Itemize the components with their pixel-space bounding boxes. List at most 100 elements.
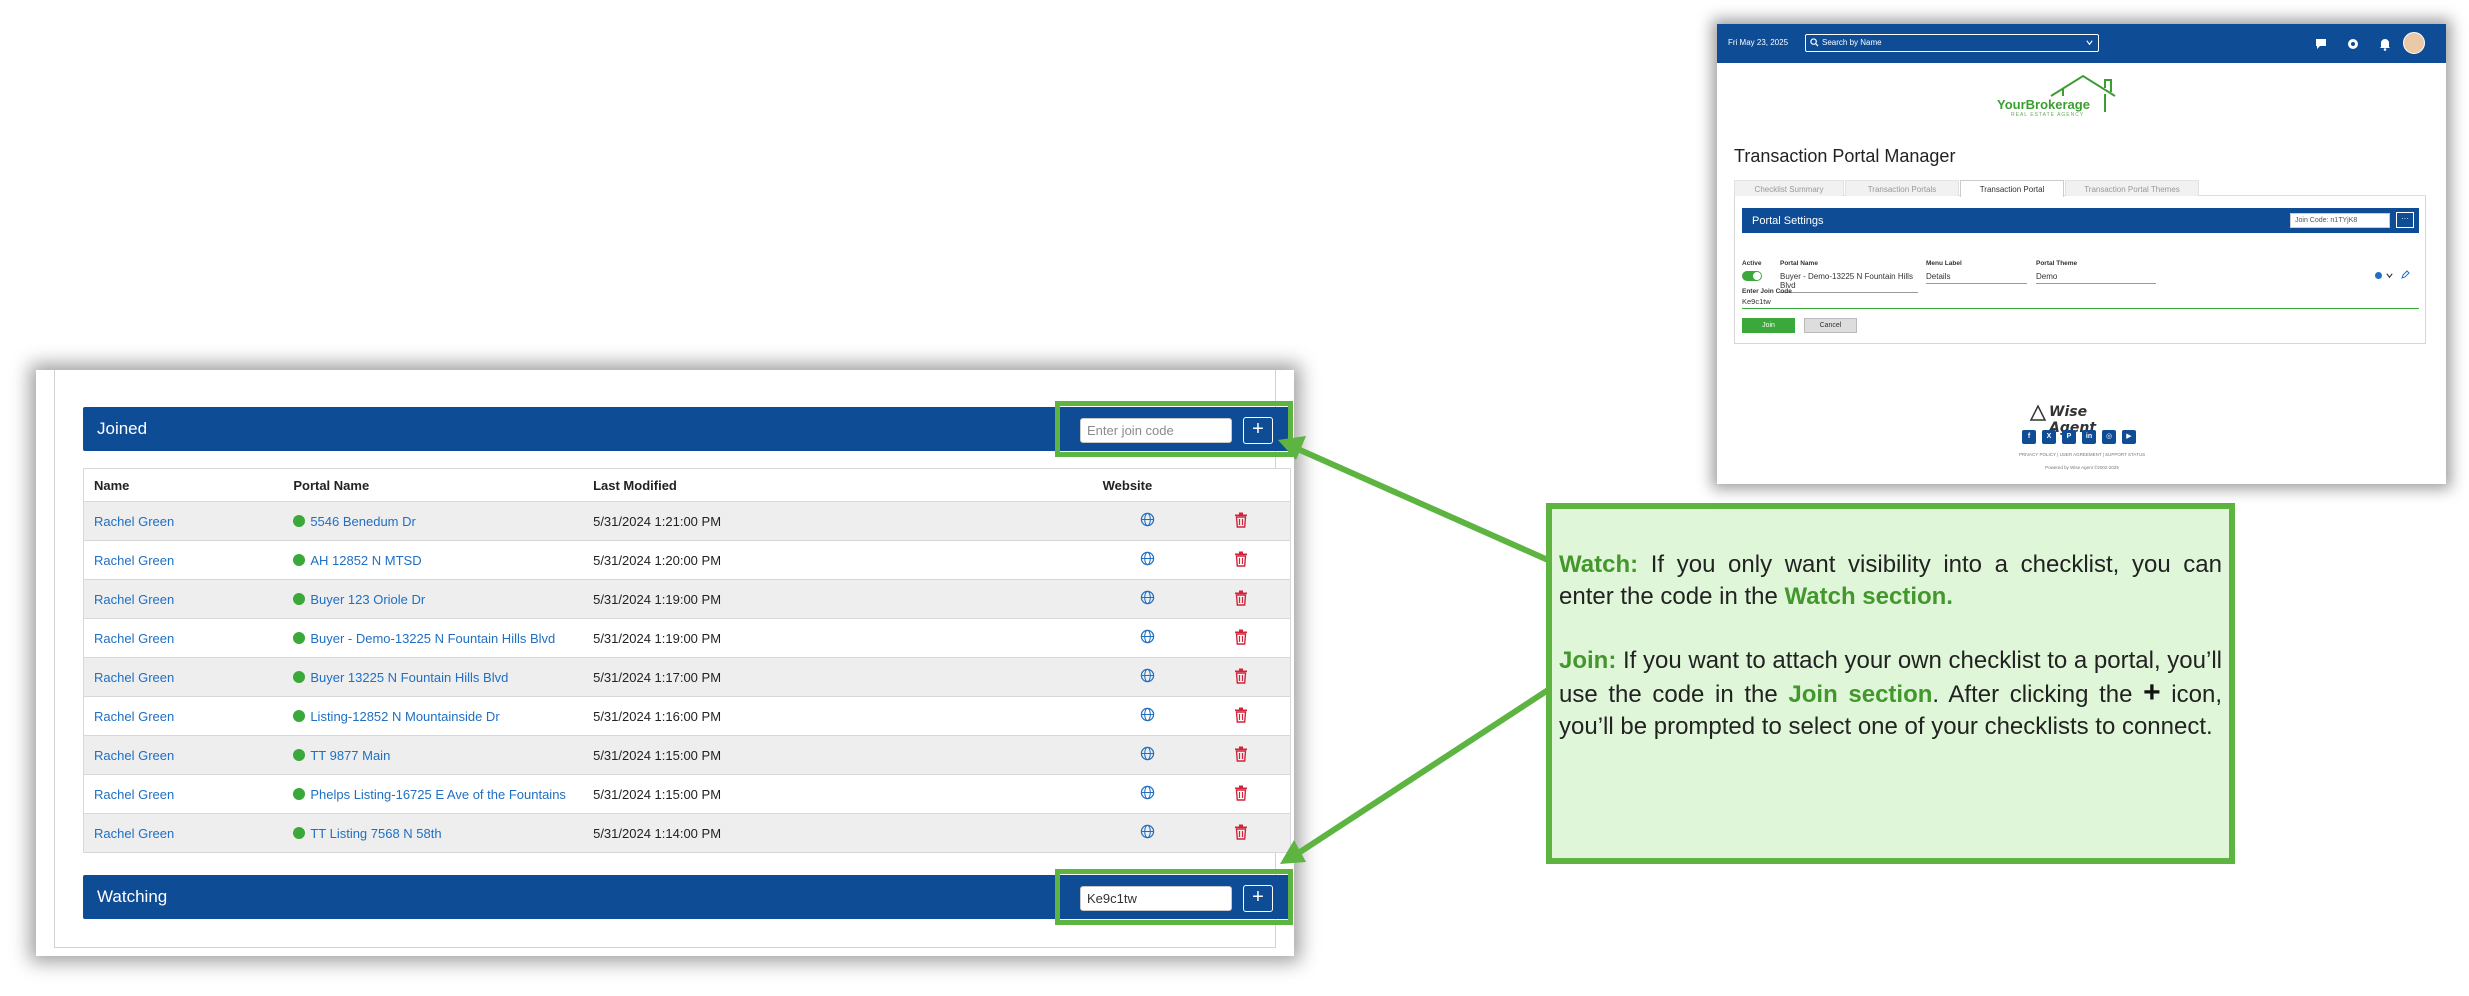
portal-theme-select[interactable]: Demo: [2036, 272, 2156, 284]
search-by-name-select[interactable]: Search by Name: [1805, 34, 2099, 52]
wise-agent-mark-icon: [2029, 404, 2047, 421]
status-dot-icon: [293, 592, 306, 605]
youtube-icon[interactable]: ▶: [2122, 430, 2136, 444]
row-delete: [1192, 774, 1291, 814]
globe-icon[interactable]: [1140, 668, 1155, 686]
column-header-last-modified: Last Modified: [583, 468, 1103, 502]
portal-name-link[interactable]: Buyer - Demo-13225 N Fountain Hills Blvd: [310, 630, 556, 646]
column-header-actions: [1192, 468, 1291, 502]
joined-table: Name Portal Name Last Modified Website R…: [83, 468, 1291, 853]
instagram-icon[interactable]: ◎: [2102, 430, 2116, 444]
trash-icon[interactable]: [1234, 512, 1248, 531]
trash-icon[interactable]: [1234, 668, 1248, 687]
pinterest-icon[interactable]: P: [2062, 430, 2076, 444]
trash-icon[interactable]: [1234, 746, 1248, 765]
portal-name-link[interactable]: Phelps Listing-16725 E Ave of the Founta…: [310, 786, 566, 802]
row-website: [1102, 618, 1193, 658]
search-icon: [1810, 38, 1819, 47]
active-toggle[interactable]: [1742, 271, 1762, 281]
user-name-link[interactable]: Rachel Green: [94, 630, 175, 646]
cancel-button[interactable]: Cancel: [1804, 318, 1857, 333]
menu-label-field[interactable]: Details: [1926, 272, 2027, 284]
enter-join-code-value[interactable]: Ke9c1tw: [1742, 297, 1771, 306]
watch-text: If you only want visibility into a check…: [1559, 551, 2222, 610]
house-logo-icon: [2050, 74, 2116, 112]
tab-transaction-portal[interactable]: Transaction Portal: [1960, 180, 2064, 197]
chat-icon[interactable]: [2313, 36, 2329, 52]
globe-icon[interactable]: [1140, 512, 1155, 530]
portal-name-link[interactable]: TT Listing 7568 N 58th: [310, 825, 442, 841]
portal-name-link[interactable]: Buyer 123 Oriole Dr: [310, 591, 426, 607]
user-name-link[interactable]: Rachel Green: [94, 825, 175, 841]
portal-name-link[interactable]: Buyer 13225 N Fountain Hills Blvd: [310, 669, 509, 685]
table-row: Rachel Green Listing-12852 N Mountainside…: [83, 696, 1291, 736]
user-name-link[interactable]: Rachel Green: [94, 747, 175, 763]
portal-name-link[interactable]: 5546 Benedum Dr: [310, 513, 416, 529]
user-name-link[interactable]: Rachel Green: [94, 552, 175, 568]
arrow-to-watch-field: [1298, 687, 1550, 855]
row-name: Rachel Green: [83, 696, 284, 736]
tab-transaction-portals[interactable]: Transaction Portals: [1845, 180, 1959, 196]
joined-title: Joined: [97, 419, 148, 438]
row-portal: 5546 Benedum Dr: [283, 501, 584, 541]
x-icon[interactable]: X: [2042, 430, 2056, 444]
trash-icon[interactable]: [1234, 551, 1248, 570]
gear-icon[interactable]: [2345, 36, 2361, 52]
row-delete: [1192, 501, 1291, 541]
trash-icon[interactable]: [1234, 707, 1248, 726]
trash-icon[interactable]: [1234, 824, 1248, 843]
linkedin-icon[interactable]: in: [2082, 430, 2096, 444]
trash-icon[interactable]: [1234, 629, 1248, 648]
globe-icon[interactable]: [1140, 785, 1155, 803]
join-add-button[interactable]: +: [1243, 417, 1273, 444]
bell-icon[interactable]: [2377, 36, 2393, 52]
join-button[interactable]: Join: [1742, 318, 1795, 333]
status-dot-icon: [293, 748, 306, 761]
status-dot-icon: [293, 709, 306, 722]
portal-name-link[interactable]: AH 12852 N MTSD: [310, 552, 422, 568]
portal-name-link[interactable]: TT 9877 Main: [310, 747, 391, 763]
trash-icon[interactable]: [1234, 785, 1248, 804]
avatar[interactable]: [2403, 32, 2425, 54]
row-name: Rachel Green: [83, 540, 284, 580]
edit-pencil-icon[interactable]: [2400, 270, 2410, 280]
row-portal: TT 9877 Main: [283, 735, 584, 775]
globe-icon[interactable]: [1140, 551, 1155, 569]
watch-code-input[interactable]: [1080, 886, 1232, 911]
user-name-link[interactable]: Rachel Green: [94, 513, 175, 529]
plus-icon: +: [2143, 676, 2161, 709]
user-name-link[interactable]: Rachel Green: [94, 669, 175, 685]
watch-code-highlight: +: [1055, 869, 1293, 925]
portal-name-field[interactable]: Buyer - Demo-13225 N Fountain Hills Blvd: [1780, 272, 1918, 293]
row-website: [1102, 696, 1193, 736]
row-last-modified: 5/31/2024 1:21:00 PM: [583, 501, 1103, 541]
join-code-input[interactable]: [1080, 418, 1232, 443]
table-row: Rachel Green Phelps Listing-16725 E Ave o…: [83, 774, 1291, 814]
user-name-link[interactable]: Rachel Green: [94, 786, 175, 802]
facebook-icon[interactable]: f: [2022, 430, 2036, 444]
portal-name-link[interactable]: Listing-12852 N Mountainside Dr: [310, 708, 500, 724]
globe-icon[interactable]: [1140, 746, 1155, 764]
arrow-to-join-field: [1298, 447, 1550, 563]
more-options-button[interactable]: ···: [2396, 212, 2414, 228]
column-header-name: Name: [83, 468, 284, 502]
globe-icon[interactable]: [1140, 590, 1155, 608]
footer-links[interactable]: PRIVACY POLICY | USER AGREEMENT | SUPPOR…: [2018, 452, 2146, 457]
user-name-link[interactable]: Rachel Green: [94, 708, 175, 724]
watch-add-button[interactable]: +: [1243, 885, 1273, 912]
row-delete: [1192, 813, 1291, 853]
portal-settings-card: Portal Settings Join Code: n1TYjK8 ··· A…: [1734, 196, 2426, 344]
globe-icon[interactable]: [1140, 824, 1155, 842]
tab-checklist-summary[interactable]: Checklist Summary: [1734, 180, 1844, 196]
trash-icon[interactable]: [1234, 590, 1248, 609]
globe-icon[interactable]: [1140, 629, 1155, 647]
globe-icon[interactable]: [1140, 707, 1155, 725]
user-name-link[interactable]: Rachel Green: [94, 591, 175, 607]
row-portal: Listing-12852 N Mountainside Dr: [283, 696, 584, 736]
tab-transaction-portal-themes[interactable]: Transaction Portal Themes: [2065, 180, 2199, 196]
table-row: Rachel Green 5546 Benedum Dr 5/31/2024 1:2…: [83, 501, 1291, 541]
row-portal: AH 12852 N MTSD: [283, 540, 584, 580]
chevron-down-icon[interactable]: [2385, 271, 2394, 280]
